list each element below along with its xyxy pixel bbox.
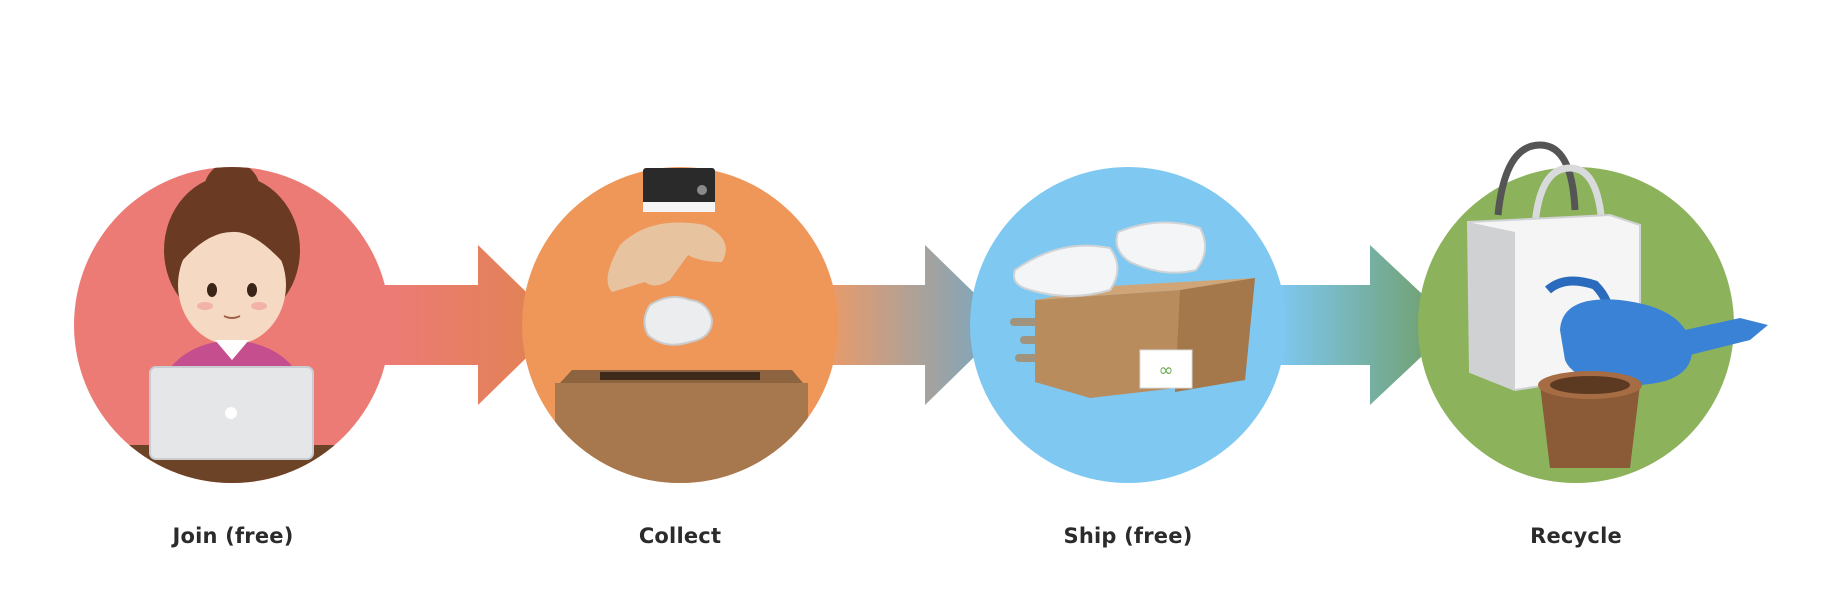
bag-pot-watering-can-icon — [1466, 141, 1768, 468]
sleeve-icon — [643, 168, 715, 206]
step-collect-label: Collect — [638, 524, 722, 548]
winged-package-icon: ∞ — [1010, 221, 1255, 398]
package-sticker-icon: ∞ — [1159, 360, 1174, 381]
arrow-ship-to-recycle — [1278, 245, 1455, 405]
step-join-illustration — [74, 167, 390, 483]
step-ship-illustration: ∞ — [970, 167, 1286, 483]
person-laptop-icon — [74, 167, 390, 483]
step-collect-illustration — [522, 167, 838, 483]
step-recycle-label: Recycle — [1530, 524, 1622, 548]
arrow-join-to-collect — [385, 245, 560, 405]
step-join-label: Join (free) — [172, 524, 294, 548]
step-ship-label: Ship (free) — [1063, 524, 1193, 548]
arrow-collect-to-ship — [822, 245, 1007, 405]
step-recycle-illustration — [1418, 141, 1768, 483]
